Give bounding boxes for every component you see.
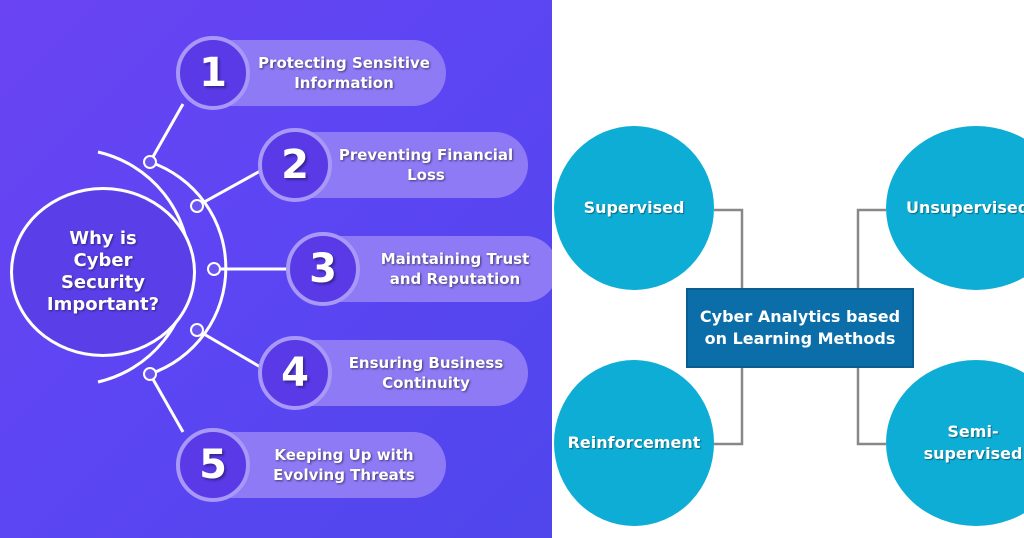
center-circle: Why is Cyber Security Important? — [10, 187, 196, 357]
importance-item-5: 5 Keeping Up with Evolving Threats — [176, 428, 446, 502]
item-label: Keeping Up with Evolving Threats — [273, 446, 415, 484]
hub-connectors — [714, 208, 886, 446]
method-semi-supervised: Semi-supervised — [886, 360, 1024, 526]
importance-item-1: 1 Protecting Sensitive Information — [176, 36, 446, 110]
importance-item-2: 2 Preventing Financial Loss — [258, 128, 528, 202]
connector-supervised — [714, 208, 744, 288]
node-dot — [190, 323, 204, 337]
spoke-1 — [148, 103, 185, 163]
number-badge: 1 — [176, 36, 250, 110]
connector-reinforcement — [714, 368, 744, 446]
connector-lines — [143, 103, 263, 433]
item-label: Maintaining Trust and Reputation — [380, 250, 530, 288]
number-badge: 5 — [176, 428, 250, 502]
item-label: Preventing Financial Loss — [338, 146, 514, 184]
node-dot — [207, 262, 221, 276]
node-dot — [143, 155, 157, 169]
importance-item-4: 4 Ensuring Business Continuity — [258, 336, 528, 410]
spoke-4 — [196, 328, 263, 370]
cyber-security-importance-diagram: Why is Cyber Security Important? 1 Prote… — [0, 0, 552, 538]
item-label: Ensuring Business Continuity — [348, 354, 504, 392]
importance-item-3: 3 Maintaining Trust and Reputation — [286, 232, 552, 306]
method-supervised: Supervised — [554, 126, 714, 290]
item-label: Protecting Sensitive Information — [258, 54, 430, 92]
center-label: Why is Cyber Security Important? — [46, 228, 160, 315]
number-badge: 4 — [258, 336, 332, 410]
learning-methods-diagram: Supervised Unsupervised Reinforcement Se… — [552, 0, 1024, 538]
hub-box: Cyber Analytics based on Learning Method… — [686, 288, 914, 368]
node-dot — [143, 367, 157, 381]
spoke-2 — [196, 168, 263, 208]
connector-unsupervised — [856, 208, 886, 288]
number-badge: 2 — [258, 128, 332, 202]
method-reinforcement: Reinforcement — [554, 360, 714, 526]
spoke-5 — [148, 373, 185, 433]
node-dot — [190, 199, 204, 213]
number-badge: 3 — [286, 232, 360, 306]
hub-label: Cyber Analytics based on Learning Method… — [699, 307, 901, 348]
method-unsupervised: Unsupervised — [886, 126, 1024, 290]
connector-semi-supervised — [856, 368, 886, 446]
